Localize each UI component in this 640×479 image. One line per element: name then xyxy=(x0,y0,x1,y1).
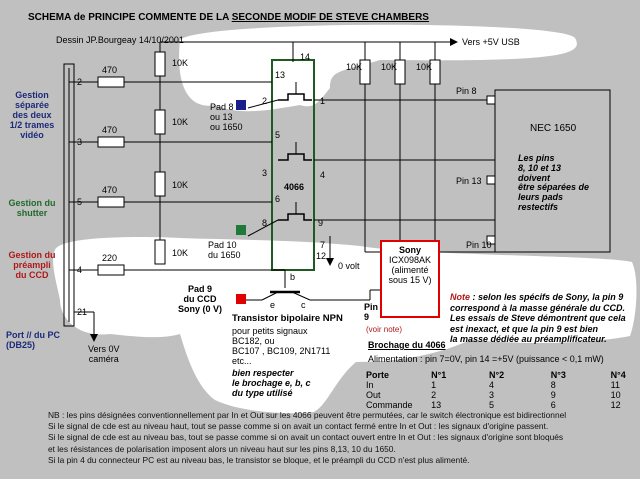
table-header: Porte xyxy=(366,370,390,380)
nec-pin-10: Pin 10 xyxy=(466,240,492,250)
chip-pin-13: 13 xyxy=(275,70,286,80)
chip-pin-6: 6 xyxy=(275,194,281,204)
table-cell: 2 xyxy=(431,390,437,400)
chip-pin-8: 8 xyxy=(262,218,268,228)
chip-pin-14: 14 xyxy=(300,52,311,62)
author-line: Dessin JP.Bourgeay 14/10/2001 xyxy=(56,35,184,45)
pullup-left-1: 10K xyxy=(172,58,189,68)
table-cell: 4 xyxy=(489,380,495,390)
pullup-left-2: 10K xyxy=(172,117,189,127)
table-cell: 5 xyxy=(489,400,495,410)
chip-pin-12: 12 xyxy=(316,251,327,261)
zero-volt-label: 0 volt xyxy=(338,261,360,271)
chip-pin-9: 9 xyxy=(318,218,324,228)
nec-pin-13: Pin 13 xyxy=(456,176,482,186)
resistor-series-1: 470 xyxy=(102,65,118,75)
resistor-series-2: 470 xyxy=(102,125,118,135)
table-cell: 3 xyxy=(489,390,495,400)
pullup-top-3: 10K xyxy=(416,62,433,72)
title-underlined: SECONDE MODIF DE STEVE CHAMBERS xyxy=(231,12,429,23)
group-trames: Gestion séparée des deux 1/2 trames vidé… xyxy=(9,90,55,140)
pin9-note: (voir note) xyxy=(366,325,403,334)
page-title: SCHEMA de PRINCIPE COMMENTE DE LA SECOND… xyxy=(28,13,429,23)
table-cell: 10 xyxy=(610,390,621,400)
transistor-title: Transistor bipolaire NPN xyxy=(232,313,343,324)
pullup-left-4: 10K xyxy=(172,248,189,258)
brochage-title: Brochage du 4066 xyxy=(368,340,446,350)
table-cell: 6 xyxy=(550,400,556,410)
port-pin-3: 3 xyxy=(77,137,83,147)
pullup-top-1: 10K xyxy=(346,62,363,72)
transistor-body: pour petits signaux BC182, ou BC107 , BC… xyxy=(232,326,331,366)
resistor-series-4: 220 xyxy=(102,253,118,263)
chip-pin-5: 5 xyxy=(275,130,281,140)
table-header-row: Porte N°1 N°2 N°3 N°4 xyxy=(366,370,640,380)
note-sony-text: : selon les spécifs de Sony, la pin 9 co… xyxy=(450,292,626,345)
sony-box: Sony ICX098AK (alimenté sous 15 V) xyxy=(380,240,440,318)
chip-pin-3: 3 xyxy=(262,168,268,178)
title-prefix: SCHEMA de PRINCIPE COMMENTE DE LA xyxy=(28,12,232,23)
note-sony-prefix: Note xyxy=(450,292,470,303)
port-pin-5: 5 xyxy=(77,197,83,207)
nec-pin-8: Pin 8 xyxy=(456,86,477,96)
group-shutter: Gestion du shutter xyxy=(8,198,56,218)
chip-pin-7: 7 xyxy=(320,240,326,250)
table-cell: 13 xyxy=(431,400,442,410)
table-cell: 12 xyxy=(610,400,621,410)
table-cell: In xyxy=(366,380,374,390)
resistor-series-3: 470 xyxy=(102,185,118,195)
brochage-supply: Alimentation : pin 7=0V, pin 14 =+5V (pu… xyxy=(368,354,604,364)
sony-sub: (alimenté sous 15 V) xyxy=(388,265,432,285)
pad-bottom-label: Pad 10 du 1650 xyxy=(208,240,241,260)
table-cell: 8 xyxy=(550,380,556,390)
pad-ccd-label: Pad 9 du CCD Sony (0 V) xyxy=(178,284,223,314)
pullup-top-2: 10K xyxy=(381,62,398,72)
chip-pin-4: 4 xyxy=(320,170,326,180)
chip-pin-2: 2 xyxy=(262,96,268,106)
table-row: In 1 4 8 11 xyxy=(366,380,640,390)
white-annotation-blob xyxy=(53,24,637,414)
transistor-pin-b: b xyxy=(290,272,296,282)
port-pin-21: 21 xyxy=(77,307,88,317)
nb-footnote: NB : les pins désignées conventionnellem… xyxy=(48,410,567,465)
supply-label: Vers +5V USB xyxy=(462,37,520,47)
table-header: N°4 xyxy=(610,370,626,380)
pad-bottom-square xyxy=(236,225,246,235)
pin9-label: Pin 9 xyxy=(364,302,379,322)
table-header: N°3 xyxy=(550,370,566,380)
table-header: N°2 xyxy=(489,370,505,380)
chip-name: 4066 xyxy=(284,182,305,192)
group-preampli: Gestion du préampli du CCD xyxy=(8,250,56,280)
table-cell: 1 xyxy=(431,380,437,390)
pad-top-label: Pad 8 ou 13 ou 1650 xyxy=(210,102,243,132)
chip-pin-1: 1 xyxy=(320,96,326,106)
note-sony: Note : selon les spécifs de Sony, la pin… xyxy=(450,282,626,344)
table-cell: Commande xyxy=(366,400,413,410)
table-row: Commande 13 5 6 12 xyxy=(366,400,640,410)
nec-name: NEC 1650 xyxy=(530,123,577,134)
table-cell: 11 xyxy=(610,380,620,390)
sony-part: ICX098AK xyxy=(388,255,432,265)
brochage-table: Porte N°1 N°2 N°3 N°4 In 1 4 8 11 Out 2 … xyxy=(366,370,640,410)
transistor-pin-e: e xyxy=(270,300,276,310)
pad-ccd-square xyxy=(236,294,246,304)
table-cell: Out xyxy=(366,390,381,400)
table-cell: 9 xyxy=(550,390,556,400)
group-port: Port // du PC (DB25) xyxy=(6,330,60,350)
sony-title: Sony xyxy=(398,245,421,255)
transistor-pin-c: c xyxy=(301,300,306,310)
transistor-advice: bien respecter le brochage e, b, c du ty… xyxy=(232,368,311,398)
table-row: Out 2 3 9 10 xyxy=(366,390,640,400)
port-pin-2: 2 xyxy=(77,77,83,87)
nec-note: Les pins 8, 10 et 13 doivent être séparé… xyxy=(518,153,590,212)
port-pin-4: 4 xyxy=(77,265,83,275)
pullup-left-3: 10K xyxy=(172,180,189,190)
table-header: N°1 xyxy=(431,370,447,380)
vers-camera-label: Vers 0V caméra xyxy=(88,344,120,364)
pad-top-square xyxy=(236,100,246,110)
